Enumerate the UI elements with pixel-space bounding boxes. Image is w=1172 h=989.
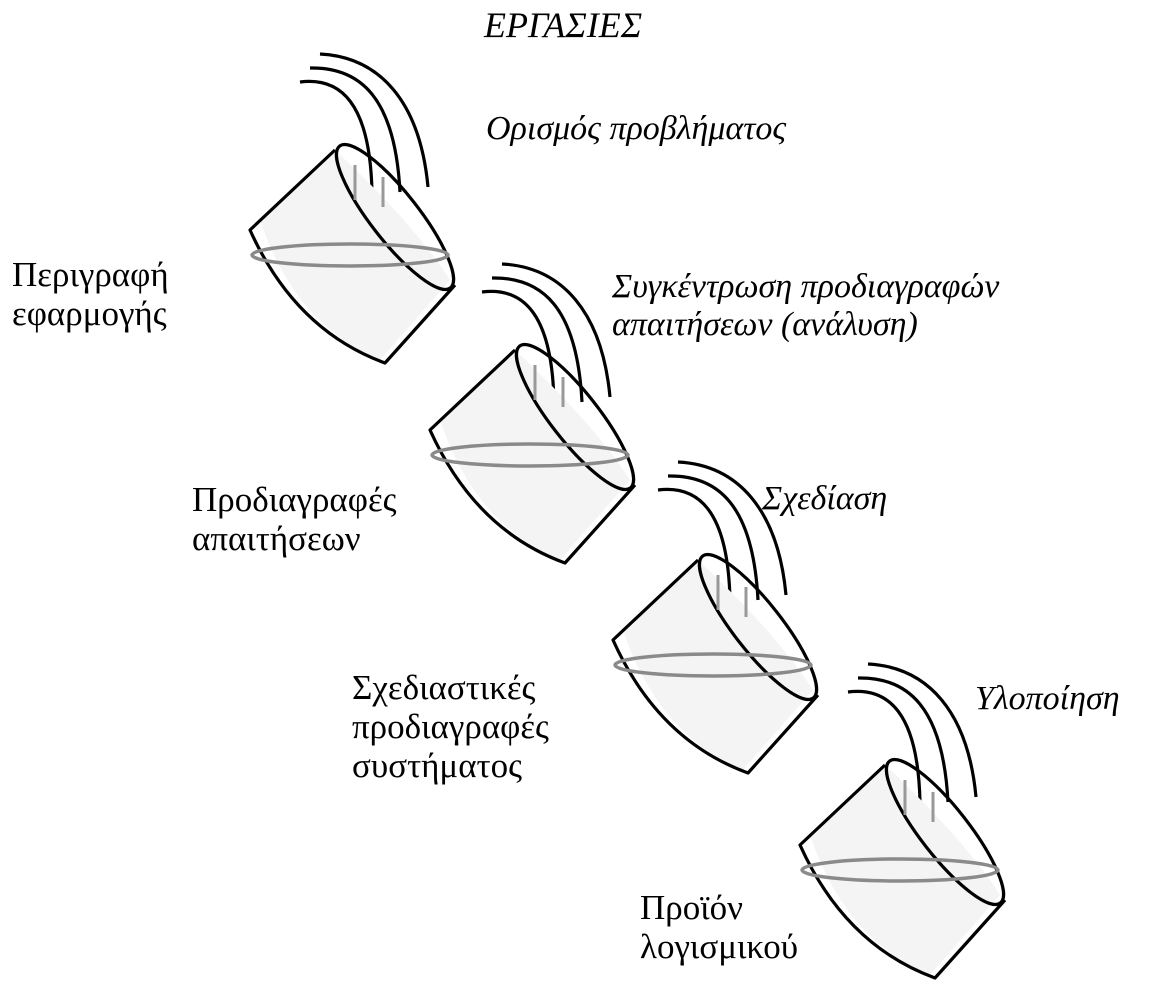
product-label-3: Σχεδιαστικές προδιαγραφές συστήματος <box>352 668 549 786</box>
task-label-3: Σχεδίαση <box>762 480 887 518</box>
product-label-4: Προϊόν λογισμικού <box>640 888 798 966</box>
bucket-3 <box>613 541 832 773</box>
task-label-2: Συγκέντρωση προδιαγραφών απαιτήσεων (ανά… <box>612 268 999 344</box>
bucket-2 <box>430 331 649 563</box>
bucket-1 <box>250 131 469 363</box>
diagram-title: ΕΡΓΑΣΙΕΣ <box>484 5 642 45</box>
bucket-4 <box>800 746 1019 978</box>
task-label-4: Υλοποίηση <box>975 680 1120 718</box>
task-label-1: Ορισμός προβλήματος <box>486 110 786 148</box>
product-label-1: Περιγραφή εφαρμογής <box>12 255 169 333</box>
product-label-2: Προδιαγραφές απαιτήσεων <box>192 480 397 558</box>
